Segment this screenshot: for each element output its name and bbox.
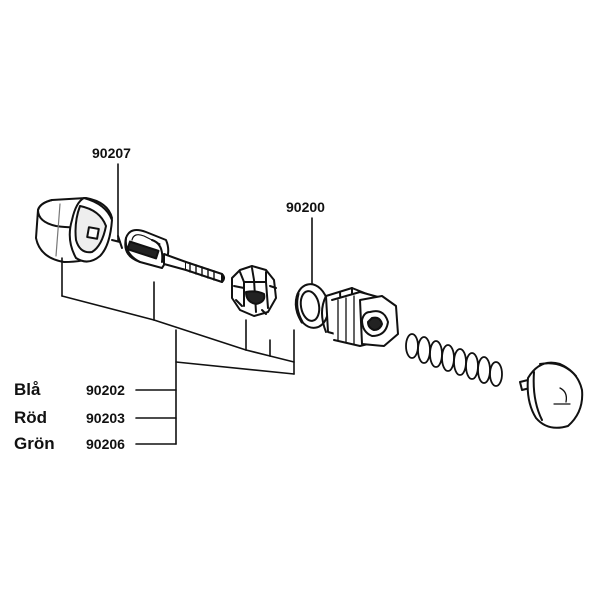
variant-color-label: Blå — [14, 380, 41, 399]
part-number-90207: 90207 — [92, 145, 131, 161]
spring — [405, 333, 503, 387]
variant-part-number: 90203 — [86, 410, 125, 426]
valve-spindle — [111, 229, 225, 283]
part-number-90200: 90200 — [286, 199, 325, 215]
callout-lines — [61, 163, 313, 445]
variant-part-number: 90202 — [86, 382, 125, 398]
variant-part-number: 90206 — [86, 436, 125, 452]
sleeve-cap — [35, 197, 113, 263]
variant-color-label: Röd — [14, 408, 48, 427]
spline-coupling — [231, 265, 277, 317]
variant-color-label: Grön — [14, 434, 55, 453]
handle-knob — [519, 361, 584, 429]
o-ring-washer — [294, 283, 330, 329]
valve-body — [321, 287, 399, 347]
